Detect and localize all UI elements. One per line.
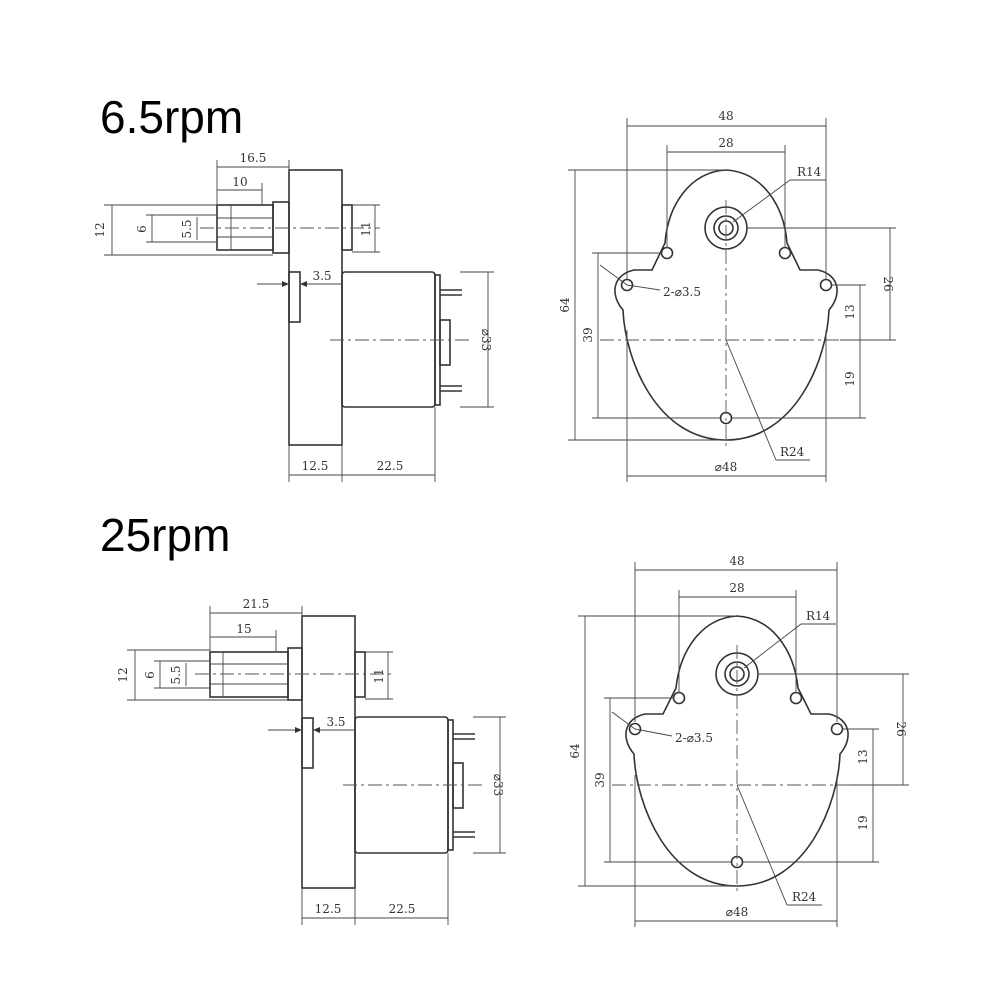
dim-r24: R24 <box>792 890 817 904</box>
ear-hole-left <box>628 722 642 736</box>
drawing-25rpm: 25rpm 21.5 15 <box>100 509 909 927</box>
dim-22-5: 22.5 <box>389 902 416 916</box>
dim-r14: R14 <box>806 609 831 623</box>
dim-width-28: 28 <box>729 581 744 595</box>
dim-height-26: 26 <box>894 721 908 736</box>
dim-height-19: 19 <box>856 815 870 830</box>
dim-11: 11 <box>359 221 373 236</box>
rear-boss <box>341 204 353 251</box>
dim-22-5: 22.5 <box>377 459 404 473</box>
ear-hole-right <box>819 278 833 292</box>
mount-hole-right <box>778 246 792 260</box>
dim-5-5: 5.5 <box>169 665 183 684</box>
output-shaft-hole <box>724 661 750 687</box>
title-25rpm: 25rpm <box>100 509 230 561</box>
dim-12: 12 <box>116 667 130 682</box>
mount-hole-left <box>672 691 686 705</box>
dim-width-48: 48 <box>729 554 744 568</box>
dim-12: 12 <box>93 222 107 237</box>
drawing-6-5rpm: 6.5rpm <box>93 91 896 482</box>
dim-height-13: 13 <box>856 749 870 764</box>
dim-height-13: 13 <box>843 304 857 319</box>
dim-3-5: 3.5 <box>326 715 345 729</box>
front-view-6-5rpm: 48 28 R14 2-⌀3.5 64 39 <box>558 109 896 482</box>
dim-dia-48: ⌀48 <box>715 460 738 474</box>
motor-bearing <box>439 319 451 366</box>
dim-dia-48: ⌀48 <box>726 905 749 919</box>
output-shaft <box>209 651 289 698</box>
gearbox-body <box>301 615 356 889</box>
mount-tab <box>288 271 301 323</box>
ear-hole-right <box>830 722 844 736</box>
dim-6: 6 <box>135 225 149 233</box>
dim-height-19: 19 <box>843 371 857 386</box>
dim-r24: R24 <box>780 445 805 459</box>
dim-r14: R14 <box>797 165 822 179</box>
dim-5-5: 5.5 <box>180 219 194 238</box>
motor-can <box>341 271 436 408</box>
dim-height-64: 64 <box>568 743 582 759</box>
dim-12-5: 12.5 <box>302 459 329 473</box>
dim-holes: 2-⌀3.5 <box>675 731 713 745</box>
front-view-25rpm: 48 28 R14 2-⌀3.5 64 39 <box>568 554 909 927</box>
dim-shaft-length: 15 <box>236 622 251 636</box>
dim-shaft-overall: 16.5 <box>240 151 267 165</box>
dim-12-5: 12.5 <box>315 902 342 916</box>
mount-hole-left <box>660 246 674 260</box>
title-6-5rpm: 6.5rpm <box>100 91 243 143</box>
dim-height-39: 39 <box>581 327 595 342</box>
side-view-6-5rpm: 16.5 10 12 6 5.5 11 3.5 <box>93 151 494 482</box>
shaft-collar <box>272 201 290 254</box>
dim-6: 6 <box>143 671 157 679</box>
dim-dia-33: ⌀33 <box>491 774 505 797</box>
dim-dia-33: ⌀33 <box>479 329 493 352</box>
dim-3-5: 3.5 <box>312 269 331 283</box>
output-shaft <box>216 204 274 251</box>
rear-boss <box>354 651 366 698</box>
side-view-25rpm: 21.5 15 12 6 5.5 11 3.5 <box>116 597 506 925</box>
output-shaft-hole <box>713 215 739 241</box>
dim-shaft-length: 10 <box>232 175 247 189</box>
gearbox-body <box>288 169 343 446</box>
dim-11: 11 <box>372 668 386 683</box>
dim-width-28: 28 <box>718 136 733 150</box>
mount-tab <box>301 717 314 769</box>
dim-height-26: 26 <box>881 276 895 291</box>
dim-width-48: 48 <box>718 109 733 123</box>
motor-bearing <box>452 762 464 809</box>
gearbox-outline <box>625 615 849 887</box>
dim-holes: 2-⌀3.5 <box>663 285 701 299</box>
dim-shaft-overall: 21.5 <box>243 597 270 611</box>
mount-hole-right <box>789 691 803 705</box>
dim-height-39: 39 <box>593 772 607 787</box>
dim-height-64: 64 <box>558 297 572 313</box>
gearbox-outline <box>614 169 838 441</box>
